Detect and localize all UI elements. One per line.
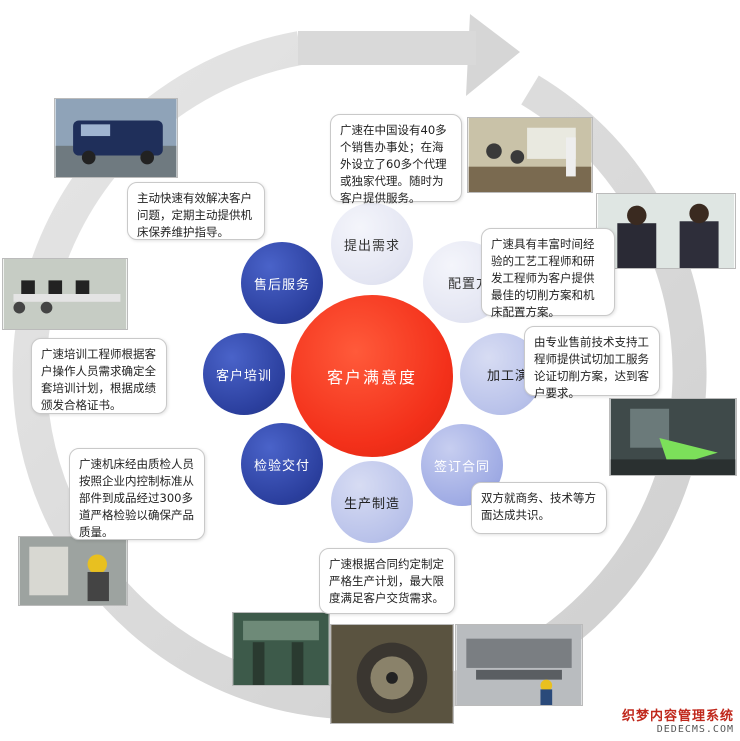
node-peixun-label: 客户培训 <box>215 368 272 384</box>
watermark: 织梦内容管理系统 DEDECMS.COM <box>622 705 734 735</box>
node-qianding-label: 签订合同 <box>433 459 490 475</box>
node-tichu-label: 提出需求 <box>343 238 400 254</box>
callout-peizhi-text: 广速具有丰富时间经验的工艺工程师和研发工程师为客户提供最佳的切削方案和机床配置方… <box>491 237 595 319</box>
callout-tichu-text: 广速在中国设有40多个销售办事处；在海外设立了60多个代理或独家代理。随时为客户… <box>340 123 447 205</box>
callout-peizhi: 广速具有丰富时间经验的工艺工程师和研发工程师为客户提供最佳的切削方案和机床配置方… <box>481 228 615 319</box>
cycle-arrowhead <box>466 14 520 96</box>
callout-jiagong-text: 由专业售前技术支持工程师提供试切加工服务论证切削方案，达到客户要求。 <box>534 335 649 400</box>
node-shouhou: 售后服务 <box>241 242 323 324</box>
node-jianyan-label: 检验交付 <box>253 458 310 474</box>
callout-shengchan-text: 广速根据合同约定制定严格生产计划，最大限度满足客户交货需求。 <box>329 557 444 605</box>
node-shouhou-label: 售后服务 <box>253 277 310 293</box>
callout-jiagong: 由专业售前技术支持工程师提供试切加工服务论证切削方案，达到客户要求。 <box>524 326 660 400</box>
van-photo <box>54 98 178 178</box>
callout-peixun: 广速培训工程师根据客户操作人员需求确定全套培训计划，根据成绩颁发合格证书。 <box>31 338 167 414</box>
node-jiagong-label: 加工演 <box>486 368 529 384</box>
inspection-photo <box>18 536 128 606</box>
callout-qianding-text: 双方就商务、技术等方面达成共识。 <box>481 491 596 522</box>
meeting-photo <box>467 117 593 193</box>
callout-shouhou-text: 主动快速有效解决客户问题，定期主动提供机床保养维护指导。 <box>137 191 252 239</box>
factory-photo-2 <box>330 624 454 724</box>
node-peixun: 客户培训 <box>203 333 285 415</box>
engineers-photo <box>596 193 736 269</box>
node-tichu: 提出需求 <box>331 203 413 285</box>
factory-photo-3 <box>455 624 583 706</box>
callout-shengchan: 广速根据合同约定制定严格生产计划，最大限度满足客户交货需求。 <box>319 548 455 614</box>
center-label: 客户满意度 <box>326 368 417 387</box>
callout-jianyan: 广速机床经由质检人员按照企业内控制标准从部件到成品经过300多道严格检验以确保产… <box>69 448 205 540</box>
watermark-url: DEDECMS.COM <box>656 724 734 735</box>
node-jianyan: 检验交付 <box>241 423 323 505</box>
callout-shouhou: 主动快速有效解决客户问题，定期主动提供机床保养维护指导。 <box>127 182 265 240</box>
watermark-title: 织梦内容管理系统 <box>621 709 734 724</box>
callout-qianding: 双方就商务、技术等方面达成共识。 <box>471 482 607 534</box>
cycle-ring-arc <box>12 31 707 720</box>
callout-tichu: 广速在中国设有40多个销售办事处；在海外设立了60多个代理或独家代理。随时为客户… <box>330 114 462 205</box>
center-satisfaction-circle: 客户满意度 <box>291 295 453 457</box>
callout-peixun-text: 广速培训工程师根据客户操作人员需求确定全套培训计划，根据成绩颁发合格证书。 <box>41 347 156 412</box>
callout-jianyan-text: 广速机床经由质检人员按照企业内控制标准从部件到成品经过300多道严格检验以确保产… <box>79 457 194 539</box>
node-shengchan: 生产制造 <box>331 461 413 543</box>
machining-photo <box>609 398 737 476</box>
training-photo <box>2 258 128 330</box>
factory-photo-1 <box>232 612 330 686</box>
node-peizhi-label: 配置方 <box>447 276 490 292</box>
node-shengchan-label: 生产制造 <box>343 496 400 512</box>
